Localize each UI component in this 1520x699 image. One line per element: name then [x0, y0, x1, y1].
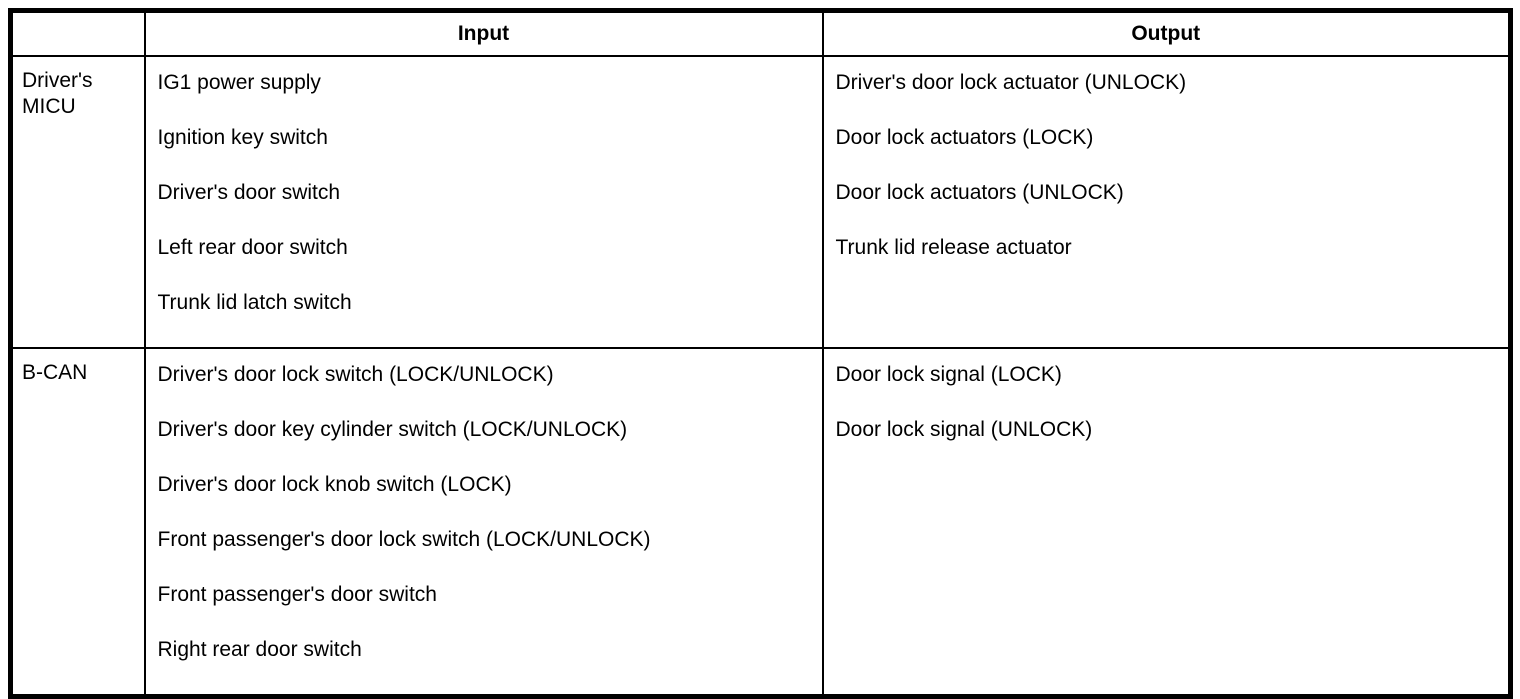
corner-cell — [9, 9, 146, 57]
row-header-b-can: B-CAN — [9, 347, 146, 698]
input-output-table: Input Output Driver's MICU IG1 power sup… — [8, 8, 1513, 699]
input-item: Left rear door switch — [157, 236, 348, 259]
output-item: Door lock actuators (LOCK) — [835, 126, 1094, 149]
input-item: Trunk lid latch switch — [157, 291, 352, 314]
output-item: Driver's door lock actuator (UNLOCK) — [835, 71, 1187, 94]
drivers-micu-input-cell: IG1 power supply Ignition key switch Dri… — [143, 55, 824, 349]
output-column-header: Output — [821, 9, 1512, 57]
input-item: IG1 power supply — [157, 71, 321, 94]
input-item: Front passenger's door switch — [157, 583, 437, 606]
input-item: Driver's door key cylinder switch (LOCK/… — [157, 418, 628, 441]
input-item: Driver's door switch — [157, 181, 341, 204]
input-item: Driver's door lock knob switch (LOCK) — [157, 473, 512, 496]
b-can-output-cell: Door lock signal (LOCK) Door lock signal… — [821, 347, 1512, 698]
output-item: Door lock signal (UNLOCK) — [835, 418, 1093, 441]
input-item: Ignition key switch — [157, 126, 328, 149]
row-header-drivers-micu: Driver's MICU — [9, 55, 146, 349]
input-item: Right rear door switch — [157, 638, 362, 661]
input-column-header: Input — [143, 9, 824, 57]
b-can-input-cell: Driver's door lock switch (LOCK/UNLOCK) … — [143, 347, 824, 698]
input-item: Driver's door lock switch (LOCK/UNLOCK) — [157, 363, 554, 386]
input-item: Front passenger's door lock switch (LOCK… — [157, 528, 651, 551]
output-item: Door lock actuators (UNLOCK) — [835, 181, 1124, 204]
drivers-micu-output-cell: Driver's door lock actuator (UNLOCK) Doo… — [821, 55, 1512, 349]
table-row-drivers-micu: Driver's MICU IG1 power supply Ignition … — [9, 55, 1512, 349]
output-item: Trunk lid release actuator — [835, 236, 1072, 259]
table-row-b-can: B-CAN Driver's door lock switch (LOCK/UN… — [9, 347, 1512, 698]
header-row: Input Output — [9, 9, 1512, 57]
output-item: Door lock signal (LOCK) — [835, 363, 1062, 386]
